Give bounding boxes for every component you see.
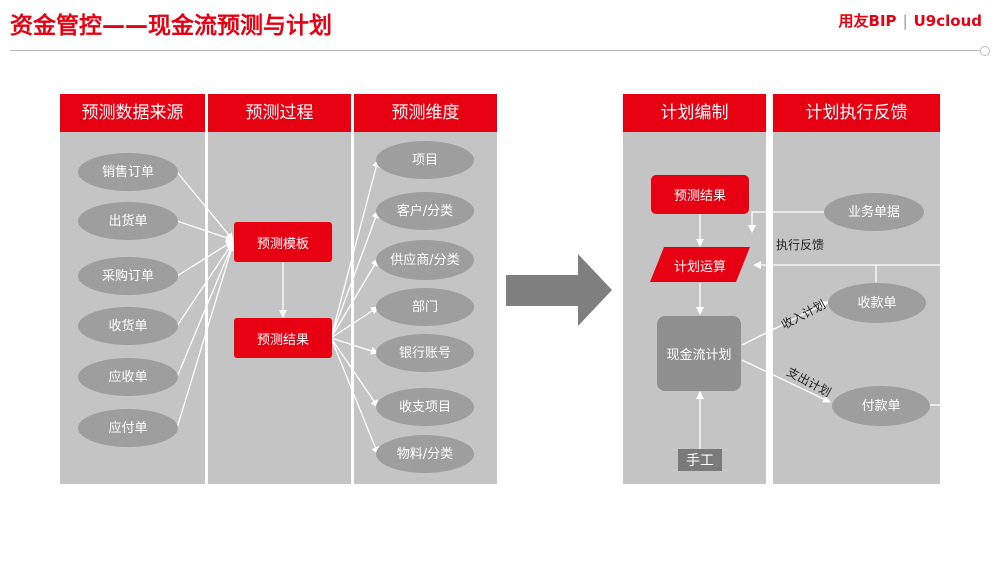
brand-separator: | — [902, 11, 908, 30]
source-delivery-note: 出货单 — [78, 202, 178, 240]
divider-end-dot — [980, 46, 990, 56]
source-sales-order: 销售订单 — [78, 153, 178, 191]
header-process: 预测过程 — [208, 94, 351, 132]
feedback-business-doc: 业务单据 — [824, 193, 924, 231]
page-title: 资金管控——现金流预测与计划 — [10, 13, 332, 39]
forecast-template-box: 预测模板 — [234, 222, 332, 262]
source-receivable: 应收单 — [78, 358, 178, 396]
dimension-income-expense-item: 收支项目 — [376, 388, 474, 426]
header-feedback: 计划执行反馈 — [773, 94, 940, 132]
big-arrow — [506, 254, 612, 326]
plan-calc-label: 计划运算 — [673, 260, 726, 275]
source-purchase-order: 采购订单 — [78, 257, 178, 295]
forecast-result-box: 预测结果 — [234, 318, 332, 358]
title-divider — [10, 50, 988, 51]
feedback-payment: 付款单 — [832, 386, 930, 426]
feedback-receipt: 收款单 — [828, 283, 926, 323]
header-dimension: 预测维度 — [354, 94, 497, 132]
dimension-project: 项目 — [376, 141, 474, 179]
source-receiving-note: 收货单 — [78, 307, 178, 345]
panel-plan — [623, 94, 766, 484]
manual-input-box: 手工 — [678, 449, 722, 471]
brand-name: 用友BIP — [838, 12, 897, 30]
header-plan: 计划编制 — [623, 94, 766, 132]
brand-logo: 用友BIP | U9cloud — [839, 10, 982, 31]
brand-product: U9cloud — [913, 11, 982, 30]
plan-forecast-result-box: 预测结果 — [651, 175, 749, 214]
dimension-material: 物料/分类 — [376, 435, 474, 473]
dimension-department: 部门 — [376, 288, 474, 326]
dimension-customer: 客户/分类 — [376, 192, 474, 230]
cashflow-plan-box: 现金流计划 — [657, 316, 741, 391]
dimension-supplier: 供应商/分类 — [376, 240, 474, 280]
exec-feedback-label: 执行反馈 — [776, 238, 825, 252]
dimension-bank-account: 银行账号 — [376, 334, 474, 372]
header-data-source: 预测数据来源 — [60, 94, 205, 132]
source-payable: 应付单 — [78, 409, 178, 447]
panel-process — [208, 94, 351, 484]
